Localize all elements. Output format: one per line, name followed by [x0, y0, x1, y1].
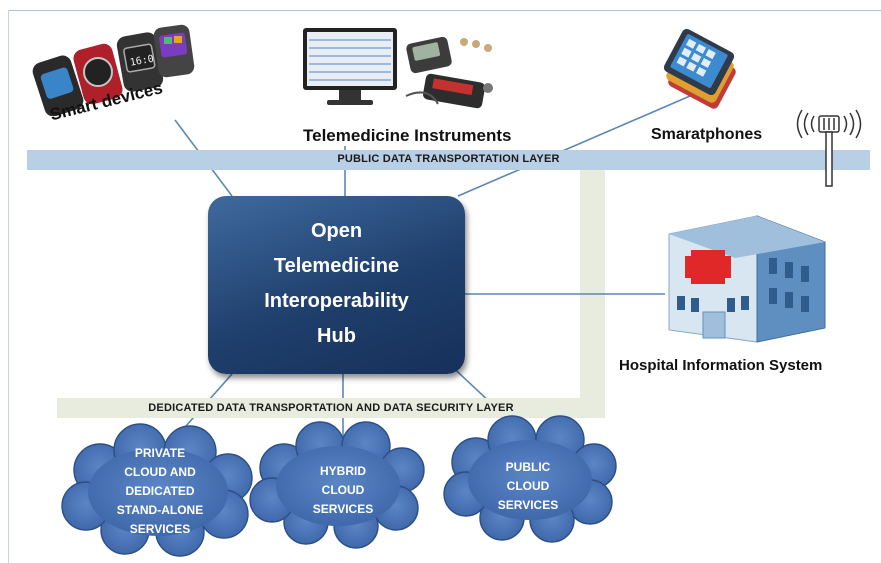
hospital-system-label: Hospital Information System — [619, 357, 823, 374]
smartphones-label: Smaratphones — [651, 126, 763, 143]
connector-smartphones — [457, 95, 691, 197]
smartphone-icon — [663, 28, 736, 109]
dedicated-layer-label: DEDICATED DATA TRANSPORTATION AND DATA S… — [148, 402, 514, 414]
interoperability-hub: Open Telemedicine Interoperability Hub — [208, 196, 465, 374]
cloud-private — [61, 423, 253, 557]
telemedicine-instruments-label: Telemedicine Instruments — [303, 126, 512, 145]
cloud-public — [443, 415, 617, 543]
public-data-transportation-layer: PUBLIC DATA TRANSPORTATION LAYER — [27, 150, 870, 170]
medical-instrument-icon — [405, 36, 493, 109]
public-layer-label: PUBLIC DATA TRANSPORTATION LAYER — [337, 153, 560, 165]
smartwatch-icon: 16:0 — [32, 24, 195, 116]
monitor-icon — [303, 28, 397, 105]
hub-title: Open Telemedicine Interoperability Hub — [264, 220, 409, 347]
dedicated-data-security-layer: DEDICATED DATA TRANSPORTATION AND DATA S… — [57, 398, 605, 418]
cloud-public-label: PUBLIC CLOUD SERVICES — [497, 460, 559, 512]
antenna-icon — [796, 109, 862, 187]
cloud-private-label: PRIVATE CLOUD AND DEDICATED STAND-ALONE … — [116, 446, 204, 536]
cloud-hybrid-label: HYBRID CLOUD SERVICES — [312, 464, 374, 516]
svg-text:16:0: 16:0 — [129, 54, 155, 69]
frame-left-border — [8, 10, 9, 563]
hospital-building-icon — [668, 215, 826, 343]
frame-top-border — [8, 10, 881, 11]
cloud-hybrid — [249, 421, 425, 549]
